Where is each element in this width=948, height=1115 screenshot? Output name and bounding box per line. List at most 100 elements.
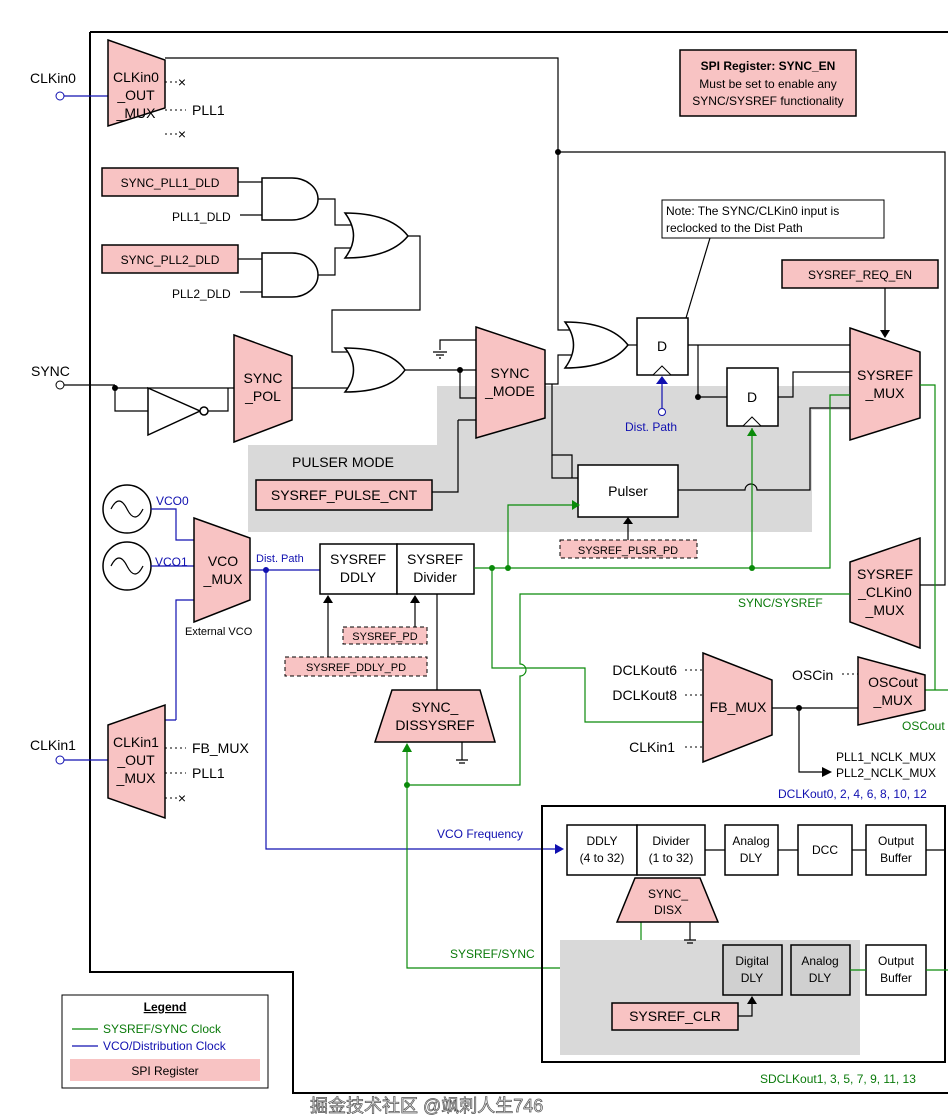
sysref-pd-label: SYSREF_PD	[352, 631, 417, 643]
sync-sysref-label: SYNC/SYSREF	[738, 596, 823, 610]
clkin0-pin	[55, 91, 65, 101]
sysref-clr-label: SYSREF_CLR	[629, 1008, 721, 1024]
or-gate-dld	[343, 212, 409, 259]
sync-disx-label: SYNC_	[648, 887, 688, 901]
sysref-ddly-pd-label: SYSREF_DDLY_PD	[306, 662, 406, 674]
digital-dly-label: Digital	[735, 954, 768, 968]
sync-pol-label: _POL	[244, 388, 281, 404]
clock-output-channel	[541, 805, 946, 1063]
sysref-clkin0-mux-label: _CLKin0	[857, 584, 912, 600]
dclkout6-label: DCLKout6	[612, 662, 677, 678]
clkin0-label: CLKin0	[30, 70, 76, 86]
clkin1-mux-label: _MUX	[116, 770, 157, 786]
and-gate-pll1	[261, 177, 319, 221]
sysref-clkin0-mux-label: SYSREF	[857, 566, 913, 582]
sync-pll1-dld-register[interactable]	[101, 167, 239, 197]
clkin0-mux-label: _OUT	[116, 87, 155, 103]
sysref-clkin0-mux-label: _MUX	[865, 602, 906, 618]
sync-disx-block	[615, 877, 720, 923]
clkin1-mux-label: _OUT	[116, 752, 155, 768]
ground-icon	[433, 351, 447, 359]
pll2-dld-label: PLL2_DLD	[172, 287, 231, 301]
sysref-clr-register[interactable]	[611, 1002, 739, 1031]
clkin1-mux-pll1: PLL1	[192, 765, 225, 781]
unused-output-x: ×	[178, 74, 186, 90]
fb-clkin1-label: CLKin1	[629, 739, 675, 755]
sysref-plsr-pd-register[interactable]	[559, 539, 698, 559]
and-gate-pll2	[261, 252, 319, 298]
oscout-mux-label: OSCout	[868, 674, 918, 690]
unused-output-x: ×	[178, 126, 186, 142]
sysref-pulse-cnt-register[interactable]	[255, 479, 433, 511]
digital-dly-block	[722, 944, 783, 996]
sync-mode-label: _MODE	[484, 383, 535, 399]
fb-mux-label: FB_MUX	[710, 699, 767, 715]
dclkout-even-label: DCLKout0, 2, 4, 6, 8, 10, 12	[778, 787, 927, 801]
sysref-pulse-cnt-label: SYSREF_PULSE_CNT	[271, 487, 418, 503]
sync-dissysref-label: SYNC_	[412, 699, 459, 715]
watermark: 掘金技术社区 @飒刺人生746	[310, 1096, 543, 1115]
analog-dly-label: DLY	[809, 971, 831, 985]
vco-mux-label: _MUX	[203, 571, 244, 587]
reclock-note-line1: Note: The SYNC/CLKin0 input is	[666, 204, 839, 218]
sync-pll2-dld-label: SYNC_PLL2_DLD	[121, 253, 220, 267]
output-buffer-label: Output	[878, 834, 915, 848]
oscout-mux-label: _MUX	[873, 692, 914, 708]
pulser-label: Pulser	[608, 483, 648, 499]
pll1-nclk-mux-label: PLL1_NCLK_MUX	[836, 750, 936, 764]
sysref-ddly-pd-register[interactable]	[284, 656, 428, 677]
sysref-mux-label: SYSREF	[857, 367, 913, 383]
sysref-divider-block	[396, 543, 475, 595]
sync-dissysref-label: DISSYSREF	[395, 717, 474, 733]
sysref-ddly-label: SYSREF	[330, 551, 386, 567]
sysref-pd-register[interactable]	[342, 626, 428, 645]
spi-note-title: SPI Register: SYNC_EN	[701, 59, 836, 73]
vco-frequency-label: VCO Frequency	[437, 827, 523, 841]
sdclkout-odd-label: SDCLKout1, 3, 5, 7, 9, 11, 13	[760, 1072, 916, 1086]
reclock-note	[661, 199, 885, 239]
ddly-label: (4 to 32)	[580, 851, 625, 865]
sysref-req-en-register[interactable]	[781, 259, 939, 289]
vco1-label: VCO1	[155, 555, 188, 569]
sync-pll1-dld-label: SYNC_PLL1_DLD	[121, 176, 220, 190]
ddly-label: DDLY	[586, 834, 617, 848]
clkin1-pin	[55, 755, 65, 765]
digital-dly-label: DLY	[741, 971, 763, 985]
dclkout8-label: DCLKout8	[612, 687, 677, 703]
analog-dly-label: Analog	[732, 834, 769, 848]
sysref-divider-label: Divider	[413, 569, 457, 585]
pulser-block	[577, 464, 679, 518]
sysref-ddly-label: DDLY	[340, 569, 377, 585]
spi-note-line1: Must be set to enable any	[699, 77, 836, 91]
clkin0-mux-pll1: PLL1	[192, 102, 225, 118]
dff-label: D	[747, 389, 757, 405]
legend-vco-clock: VCO/Distribution Clock	[103, 1039, 227, 1053]
sysref-mux	[849, 326, 921, 442]
legend-sysref-clock: SYSREF/SYNC Clock	[103, 1022, 222, 1036]
sysref-output-buffer-block	[865, 944, 927, 996]
sync-dissysref-block	[373, 689, 496, 743]
legend-spi-register-swatch	[70, 1059, 260, 1081]
inverter	[147, 386, 202, 437]
sync-disx-label: DISX	[654, 903, 682, 917]
device-border	[89, 31, 948, 1094]
sync-mode-label: SYNC	[491, 365, 530, 381]
sysref-req-en-label: SYSREF_REQ_EN	[808, 268, 912, 282]
or-gate-sync	[343, 347, 406, 393]
spi-note-line2: SYNC/SYSREF functionality	[692, 94, 843, 108]
external-vco-label: External VCO	[185, 626, 253, 638]
clkin0-out-mux	[107, 38, 166, 128]
analog-dly-block	[724, 824, 779, 876]
sync-pll2-dld-register[interactable]	[101, 244, 239, 274]
dff-label: D	[657, 338, 667, 354]
sysref-divider-label: SYSREF	[407, 551, 463, 567]
divider-block	[636, 824, 706, 876]
sync-mode-mux	[475, 325, 546, 439]
or-gate-reclock	[563, 321, 629, 369]
sync-pol-mux	[233, 333, 293, 444]
spi-sync-en-note	[679, 49, 857, 117]
oscout-label: OSCout	[902, 719, 945, 733]
vco-mux	[193, 516, 251, 624]
clkin1-mux-label: CLKin1	[113, 734, 159, 750]
oscout-mux	[857, 656, 926, 726]
